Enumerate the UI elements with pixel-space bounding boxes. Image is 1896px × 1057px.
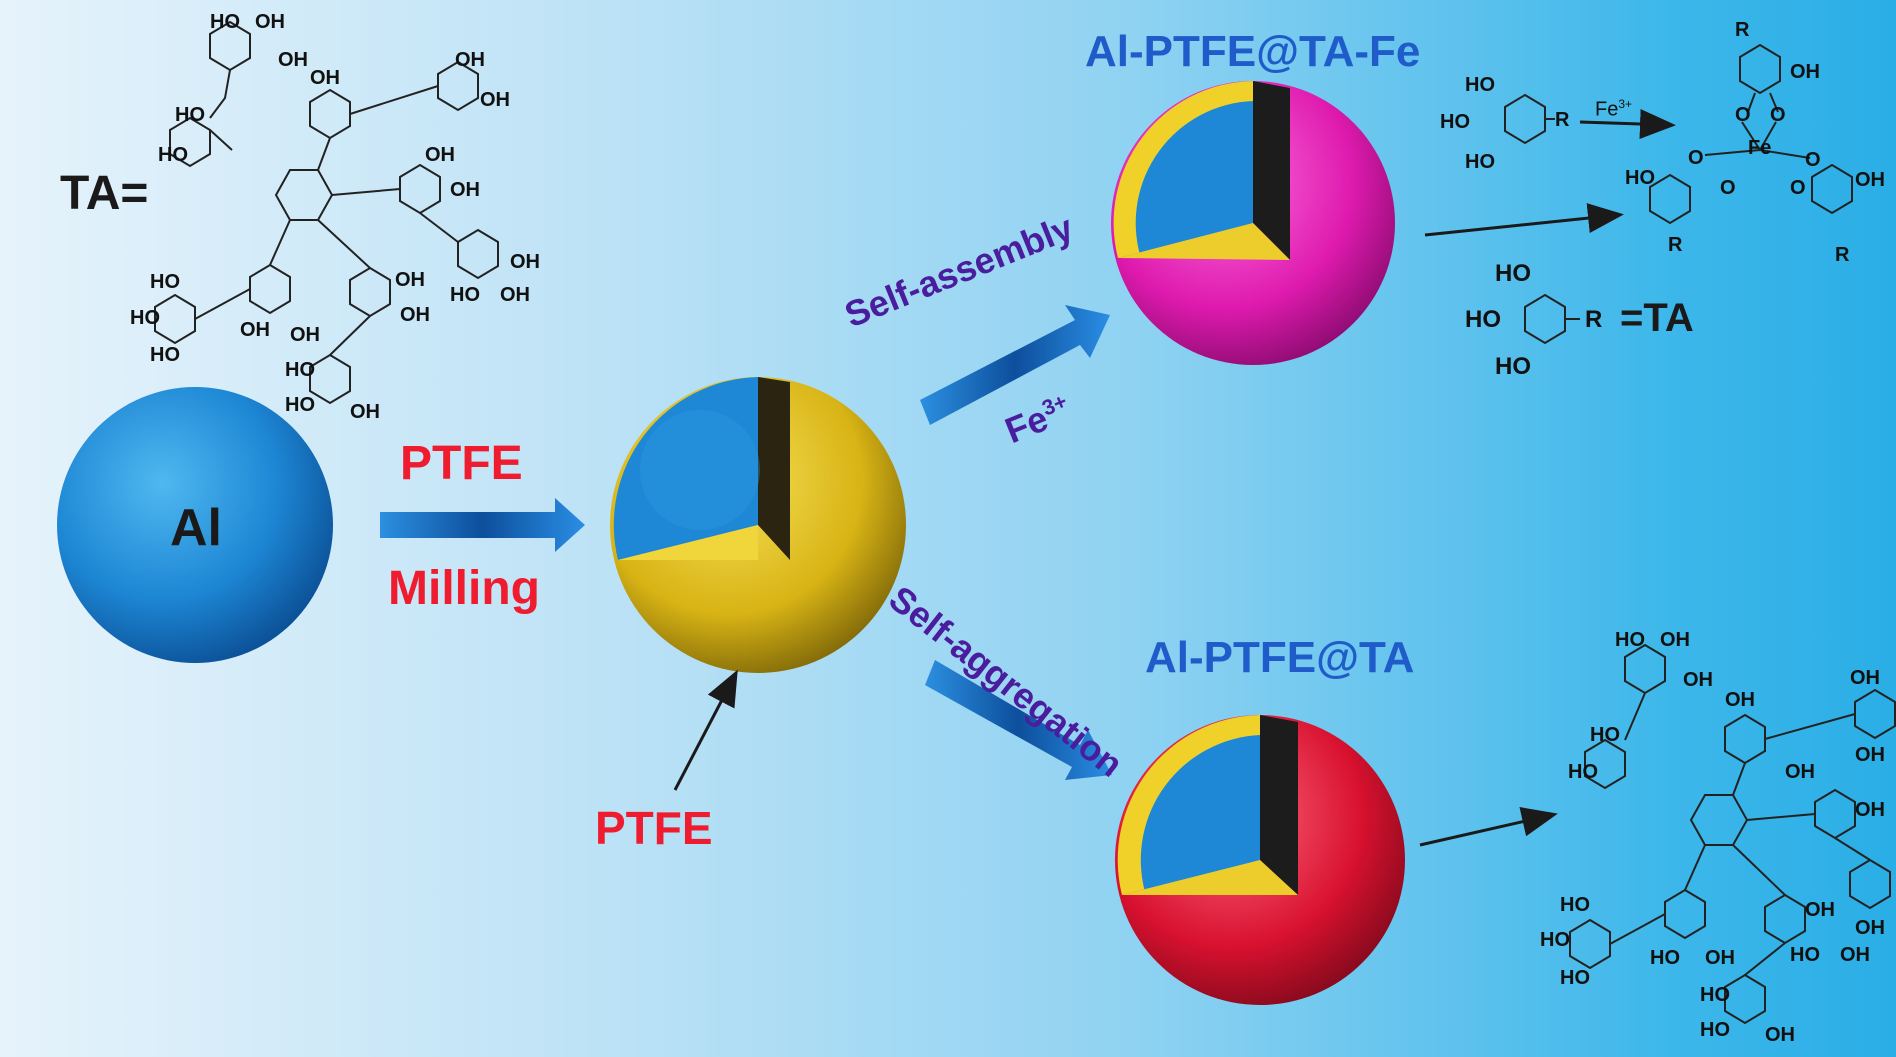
ta-left-oh-4: OH [310,67,340,89]
ta-polyphenol-arrow [1419,807,1558,847]
ta-right-oh-2: OH [1683,669,1713,691]
gallol-ho-1: HO [1465,74,1495,96]
complex-fe-center: Fe [1748,137,1772,159]
complex-oh-right: OH [1855,169,1885,191]
ta-right-oh-6: OH [1785,761,1815,783]
ta-right-ho-7: HO [1560,967,1590,989]
fe-complex-arrow [1424,203,1624,237]
ta-left-ho-6: HO [150,344,180,366]
complex-o-1: O [1735,104,1751,126]
ta-left-ho-7: HO [285,359,315,381]
product-ta-label: Al-PTFE@TA [1145,633,1415,682]
complex-r-left: R [1668,234,1683,256]
fe-reaction-arrow [1579,109,1676,139]
ta-left-oh-13: OH [395,269,425,291]
milling-label: Milling [388,562,540,615]
ta-left-oh-15: OH [350,401,380,423]
complex-r-right: R [1835,244,1850,266]
ta-left-ho-8: HO [285,394,315,416]
ta-left-ho-5: HO [130,307,160,329]
ta-left-ho-3: HO [450,284,480,306]
fe-reaction-charge: 3+ [1618,97,1633,111]
ta-left-oh-3: OH [278,49,308,71]
ta-right-oh-11: OH [1805,899,1835,921]
ta-right-oh-1: OH [1660,629,1690,651]
complex-o-4: O [1720,177,1736,199]
gallol-r: R [1555,109,1570,131]
fe-reaction-symbol: Fe [1595,98,1619,121]
ta-right-oh-12: OH [1765,1024,1795,1046]
legend-ho-3: HO [1495,353,1531,380]
ta-right-ho-6: HO [1540,929,1570,951]
ta-left-ho-2: HO [158,144,188,166]
ta-right-oh-8: OH [1855,917,1885,939]
product-fe-label: Al-PTFE@TA-Fe [1085,27,1421,76]
al-ptfe-ta-sphere [1115,715,1405,1005]
ta-structure-left [154,20,499,405]
self-aggregation-arrow [925,660,1112,780]
ta-left-oh-7: OH [425,144,455,166]
ta-right-oh-5: OH [1855,744,1885,766]
self-assembly-arrow [920,305,1110,425]
ta-right-ho-1: HO [1615,629,1645,651]
complex-ho-left: HO [1625,167,1655,189]
legend-r: R [1585,306,1603,333]
equals-ta-label: =TA [1620,296,1694,340]
fe-complex-structure [1649,43,1853,225]
ta-right-ho-8: HO [1650,947,1680,969]
ptfe-shell-label: PTFE [595,802,713,854]
complex-o-2: O [1770,104,1786,126]
gallol-ho-3: HO [1465,151,1495,173]
ta-left-ho-4: HO [150,271,180,293]
ta-right-ho-3: HO [1568,761,1598,783]
fe-reaction-label: Fe3+ [1595,98,1632,120]
ta-right-ho-5: HO [1560,894,1590,916]
al-ptfe-sphere [610,377,906,673]
ta-left-oh-12: OH [290,324,320,346]
ta-right-oh-7: OH [1855,799,1885,821]
complex-oh-top: OH [1790,61,1820,83]
ta-right-ho-4: HO [1790,944,1820,966]
ta-left-oh-11: OH [240,319,270,341]
ta-left-oh-1: HO [210,11,240,33]
ta-left-oh-10: OH [500,284,530,306]
ta-right-oh-9: OH [1840,944,1870,966]
ta-right-ho-2: HO [1590,724,1620,746]
complex-r-top: R [1735,19,1750,41]
ta-left-oh-14: OH [400,304,430,326]
legend-ho-1: HO [1495,260,1531,287]
ta-left-oh-8: OH [450,179,480,201]
milling-arrow [380,498,585,552]
al-sphere [57,387,333,663]
al-core-label: Al [170,499,222,557]
ta-left-oh-9: OH [510,251,540,273]
ta-right-oh-10: OH [1705,947,1735,969]
ta-right-oh-4: OH [1850,667,1880,689]
ta-left-oh-5: OH [455,49,485,71]
gallol-ring-reaction [1504,93,1555,145]
ta-left-oh-2: OH [255,11,285,33]
complex-o-5: O [1805,149,1821,171]
ta-left-ho-1: HO [175,104,205,126]
gallol-ring-legend [1524,293,1580,345]
ta-right-ho-9: HO [1700,984,1730,1006]
ptfe-reagent-label: PTFE [400,437,523,490]
ta-equals-label: TA= [60,167,149,220]
complex-o-6: O [1790,177,1806,199]
ta-right-ho-10: HO [1700,1019,1730,1041]
ta-left-oh-6: OH [480,89,510,111]
ta-structure-right [1569,643,1896,1025]
ptfe-pointer-arrow [673,669,738,791]
gallol-ho-2: HO [1440,111,1470,133]
ta-right-oh-3: OH [1725,689,1755,711]
al-ptfe-ta-fe-sphere [1111,81,1395,365]
complex-o-3: O [1688,147,1704,169]
legend-ho-2: HO [1465,306,1501,333]
